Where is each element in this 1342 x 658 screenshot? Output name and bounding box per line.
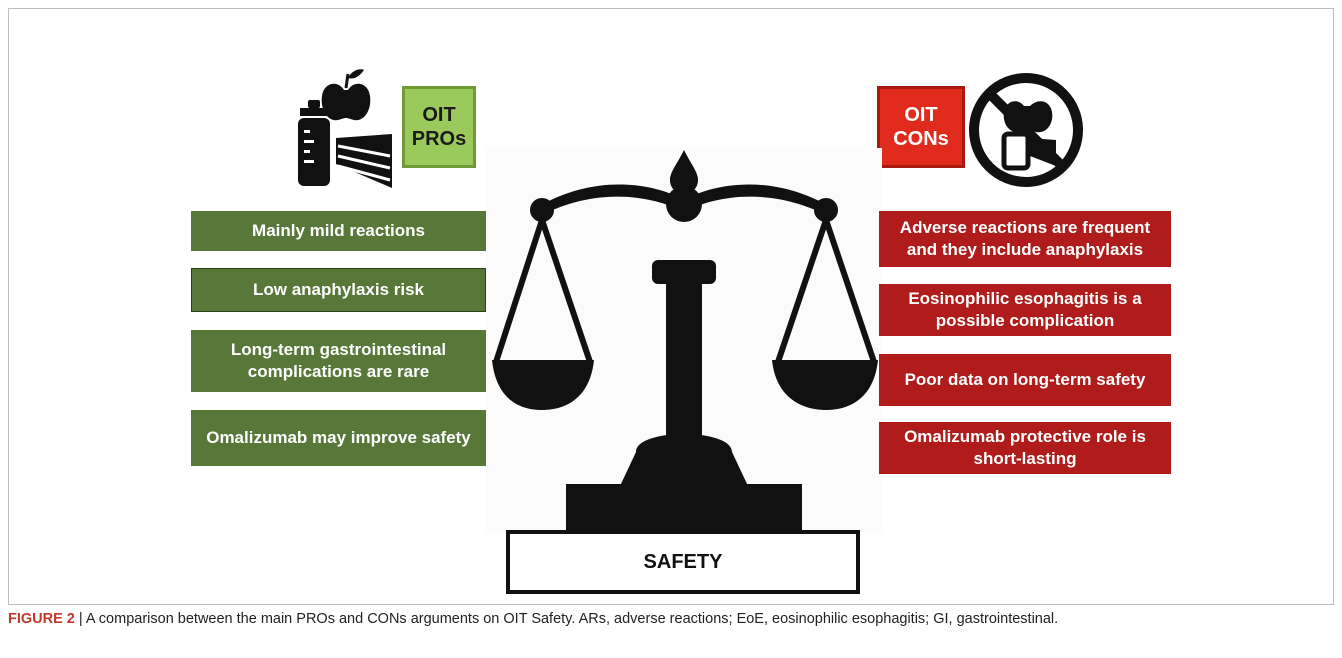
no-food-icon <box>969 73 1083 187</box>
con-item: Adverse reactions are frequent and they … <box>879 211 1171 267</box>
figure-caption: FIGURE 2 | A comparison between the main… <box>8 611 1334 627</box>
food-icon <box>298 69 392 188</box>
oit-pros-tag: OIT PROs <box>402 86 476 168</box>
con-item: Omalizumab protective role is short-last… <box>879 422 1171 474</box>
balance-scale-icon <box>486 148 882 532</box>
pro-item: Low anaphylaxis risk <box>191 268 486 312</box>
pro-item: Omalizumab may improve safety <box>191 410 486 466</box>
oit-cons-tag: OIT CONs <box>877 86 965 168</box>
pro-item: Long-term gastrointestinal complications… <box>191 330 486 392</box>
safety-label: SAFETY <box>506 530 860 594</box>
pro-item: Mainly mild reactions <box>191 211 486 251</box>
con-item: Eosinophilic esophagitis is a possible c… <box>879 284 1171 336</box>
caption-label: FIGURE 2 <box>8 611 75 627</box>
con-item: Poor data on long-term safety <box>879 354 1171 406</box>
caption-text: A comparison between the main PROs and C… <box>85 611 1059 627</box>
caption-separator: | <box>74 611 86 627</box>
